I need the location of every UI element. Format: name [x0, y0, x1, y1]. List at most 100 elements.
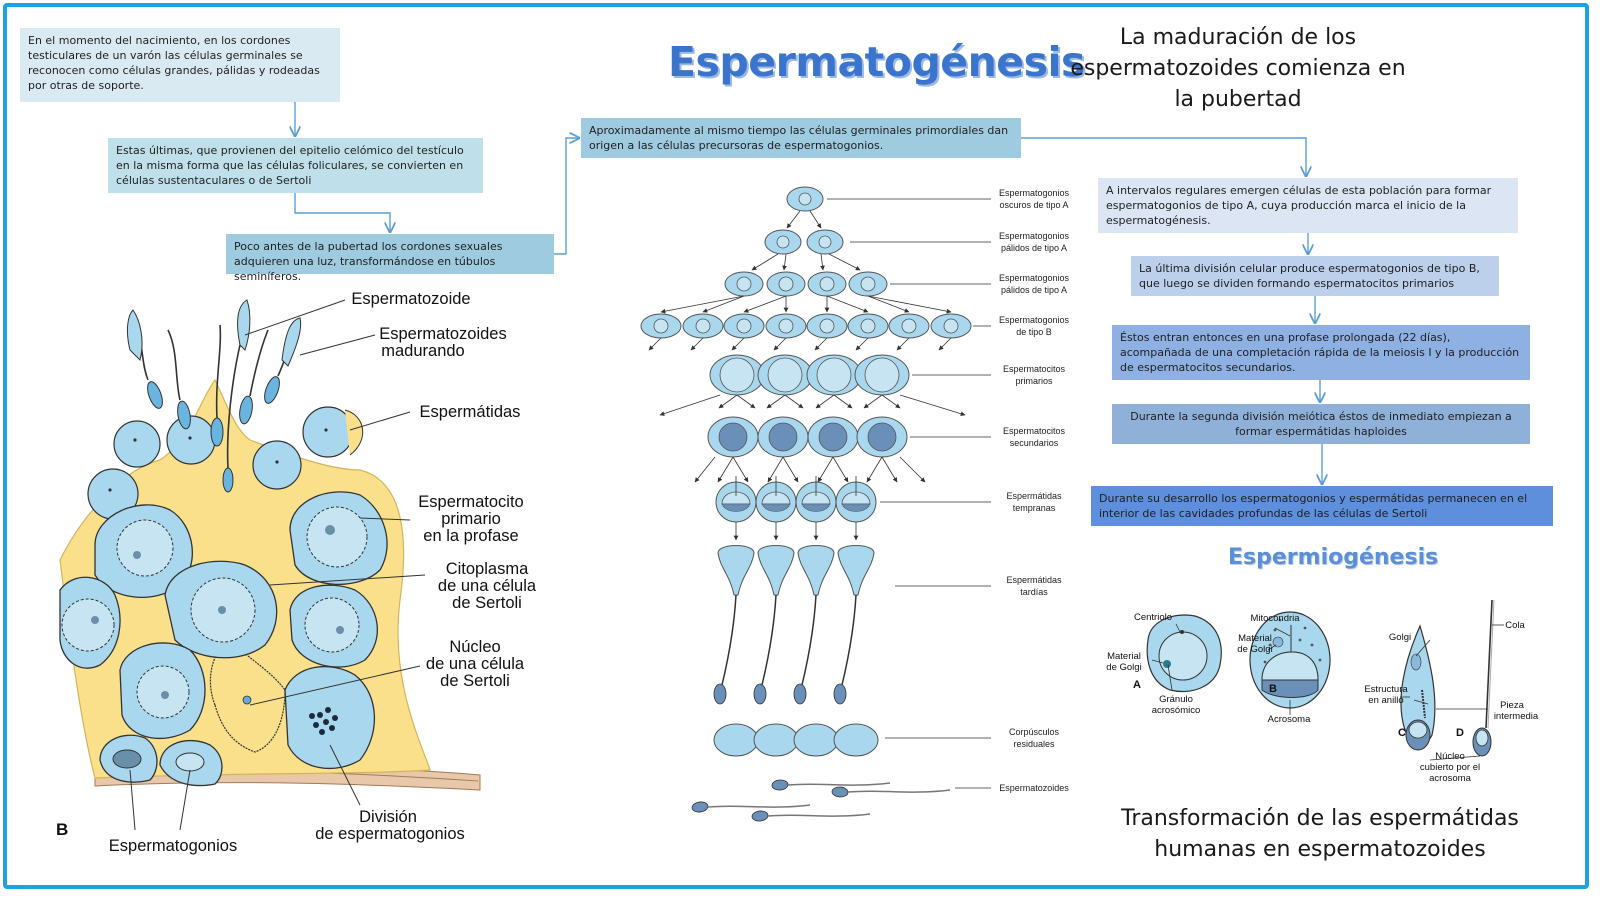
division-arrow	[786, 210, 801, 229]
spermiogenesis-diagram	[1146, 599, 1495, 757]
stage-label: Espermatogonios	[999, 188, 1070, 198]
sertoli-diagram	[59, 299, 481, 791]
residual-body	[713, 723, 759, 757]
division-arrow	[660, 295, 745, 314]
label-pieza-2: intermedia	[1494, 711, 1539, 722]
residual-body	[833, 723, 879, 757]
stage-label: Corpúsculos	[1009, 727, 1060, 737]
spermatozoon-tail	[707, 804, 811, 808]
spermatozoon-tail	[767, 813, 871, 817]
division-arrow	[767, 456, 784, 483]
spermatid-head	[713, 683, 727, 705]
division-arrow	[820, 253, 825, 271]
spermio-leaders	[1151, 623, 1504, 761]
label-granulo-1: Gránulo	[1159, 694, 1193, 705]
cell-nucleus	[860, 276, 876, 292]
label-nucleo-2: de una célula	[426, 655, 525, 673]
label-golgi: Golgi	[1389, 632, 1411, 643]
division-arrow	[690, 337, 704, 351]
cell-nucleus	[719, 357, 755, 393]
label-espermatozoide: Espermatozoide	[351, 290, 470, 308]
cell-nucleus	[718, 422, 748, 452]
division-arrow	[817, 456, 834, 483]
division-arrow	[881, 394, 901, 409]
subtitle-espermiogenesis: Espermiogénesis	[1228, 545, 1439, 570]
cell-nucleus	[818, 235, 832, 249]
label-espermatocito-2: primario	[441, 510, 501, 528]
stage-label: Espermatozoides	[999, 783, 1069, 793]
spermatid-tail	[841, 594, 857, 686]
division-arrow	[702, 295, 745, 313]
division-arrow	[717, 456, 734, 483]
stage-label: secundarios	[1010, 438, 1059, 448]
cell-nucleus	[818, 422, 848, 452]
right-box-2: La última división celular produce esper…	[1131, 256, 1499, 296]
stage-label: primarios	[1015, 376, 1053, 386]
division-arrow	[784, 394, 804, 409]
division-arrow	[694, 456, 716, 483]
label-division-2: de espermatogonios	[315, 825, 465, 843]
stage-label: residuales	[1013, 739, 1055, 749]
division-arrow	[648, 337, 662, 351]
label-citoplasma-3: de Sertoli	[452, 594, 522, 612]
letter-a: A	[1133, 679, 1141, 691]
cell-nucleus	[864, 357, 900, 393]
cell-nucleus	[819, 318, 835, 334]
cell-nucleus	[867, 422, 897, 452]
border-frame	[3, 3, 1589, 889]
cell-nucleus	[767, 357, 803, 393]
center-box: Aproximadamente al mismo tiempo las célu…	[581, 118, 1021, 158]
cell-nucleus	[736, 318, 752, 334]
cell-nucleus	[816, 357, 852, 393]
division-arrow	[833, 394, 853, 409]
label-citoplasma-1: Citoplasma	[446, 560, 529, 578]
cell-nucleus	[695, 318, 711, 334]
right-box-4: Durante la segunda división meiótica ést…	[1112, 404, 1530, 444]
label-mitocondria: Mitocondria	[1250, 613, 1300, 624]
stage-label: tempranas	[1013, 503, 1056, 513]
sperm-d-tail	[1485, 599, 1493, 729]
cell-late-spermatid	[797, 545, 835, 596]
stage-label: tardías	[1020, 587, 1048, 597]
spermatozoon-head	[771, 779, 789, 791]
division-arrow	[773, 337, 787, 351]
label-division-1: División	[359, 808, 417, 826]
label-espermatidas: Espermátidas	[420, 403, 521, 421]
spermatozoon-head	[751, 810, 769, 822]
label-cola: Cola	[1505, 620, 1525, 631]
stage-label: oscuros de tipo A	[999, 200, 1068, 210]
label-nucleo-c-2: cubierto por el	[1420, 762, 1480, 773]
residual-body	[793, 723, 839, 757]
label-golgi-a-2: de Golgi	[1106, 662, 1141, 673]
stage-label: Espermatogonios	[999, 273, 1070, 283]
label-pieza-1: Pieza	[1500, 700, 1524, 711]
stage-label: Espermatocitos	[1003, 426, 1066, 436]
division-arrow	[809, 210, 822, 229]
sertoli-leaders	[129, 299, 426, 831]
division-arrow	[867, 295, 910, 313]
label-acrosoma: Acrosoma	[1268, 714, 1311, 725]
spermatid-acrosome	[841, 503, 871, 512]
cell-nucleus	[778, 276, 794, 292]
cell-nucleus	[778, 318, 794, 334]
division-arrow	[899, 456, 926, 483]
label-madurando-1: Espermatozoides	[379, 325, 506, 343]
spermatozoon-head	[691, 801, 709, 813]
cell-nucleus	[943, 318, 959, 334]
stage-label: Espermátidas	[1006, 491, 1062, 501]
division-arrow	[732, 456, 749, 483]
right-box-5: Durante su desarrollo los espermatogonio…	[1091, 486, 1553, 526]
cell-late-spermatid	[717, 545, 755, 596]
spermatid-head	[833, 683, 847, 705]
spermatozoon-head	[831, 786, 849, 798]
cell-nucleus	[798, 192, 812, 206]
division-arrow	[832, 456, 849, 483]
label-espermatocito-3: en la profase	[423, 527, 518, 545]
stage-label: Espermatogonios	[999, 315, 1070, 325]
cell-nucleus	[653, 318, 669, 334]
stage-label: de tipo B	[1016, 327, 1052, 337]
panel-letter-b: B	[56, 820, 68, 839]
label-golgi-a-1: Material	[1107, 651, 1141, 662]
letter-c: C	[1398, 727, 1406, 739]
label-madurando-2: madurando	[381, 342, 464, 360]
